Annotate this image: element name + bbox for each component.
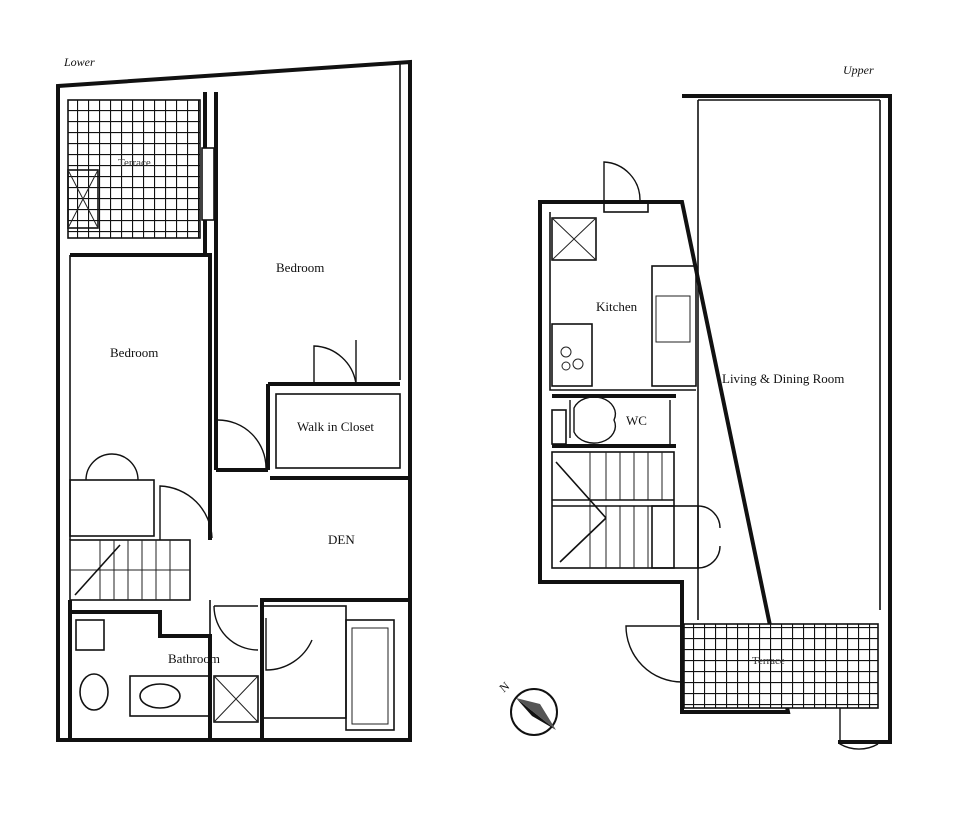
bathroom-label: Bathroom <box>168 651 220 666</box>
den-label: DEN <box>328 532 355 547</box>
lower-terrace-label: Terrace <box>118 157 151 169</box>
upper-floor-heading: Upper <box>843 63 874 77</box>
lower-floor-heading: Lower <box>64 55 95 69</box>
upper-terrace-tiles <box>684 624 878 708</box>
lower-stairs <box>69 539 191 601</box>
living-dining-label: Living & Dining Room <box>722 371 845 386</box>
upper-terrace-label: Terrace <box>752 655 785 667</box>
upper-floor-plan <box>538 94 892 750</box>
lower-bedroom-left-label: Bedroom <box>110 345 159 360</box>
lower-outer-wall <box>56 59 412 742</box>
upper-outer-wall <box>538 94 892 744</box>
kitchen-label: Kitchen <box>596 299 638 314</box>
lower-terrace-tiles <box>68 100 200 238</box>
wc-label: WC <box>626 413 647 428</box>
upper-stairs <box>551 451 675 569</box>
lower-bedroom-right-label: Bedroom <box>276 260 325 275</box>
north-arrow-icon <box>510 688 558 736</box>
walk-in-closet-label: Walk in Closet <box>297 419 374 434</box>
lower-floor-plan <box>56 59 412 742</box>
